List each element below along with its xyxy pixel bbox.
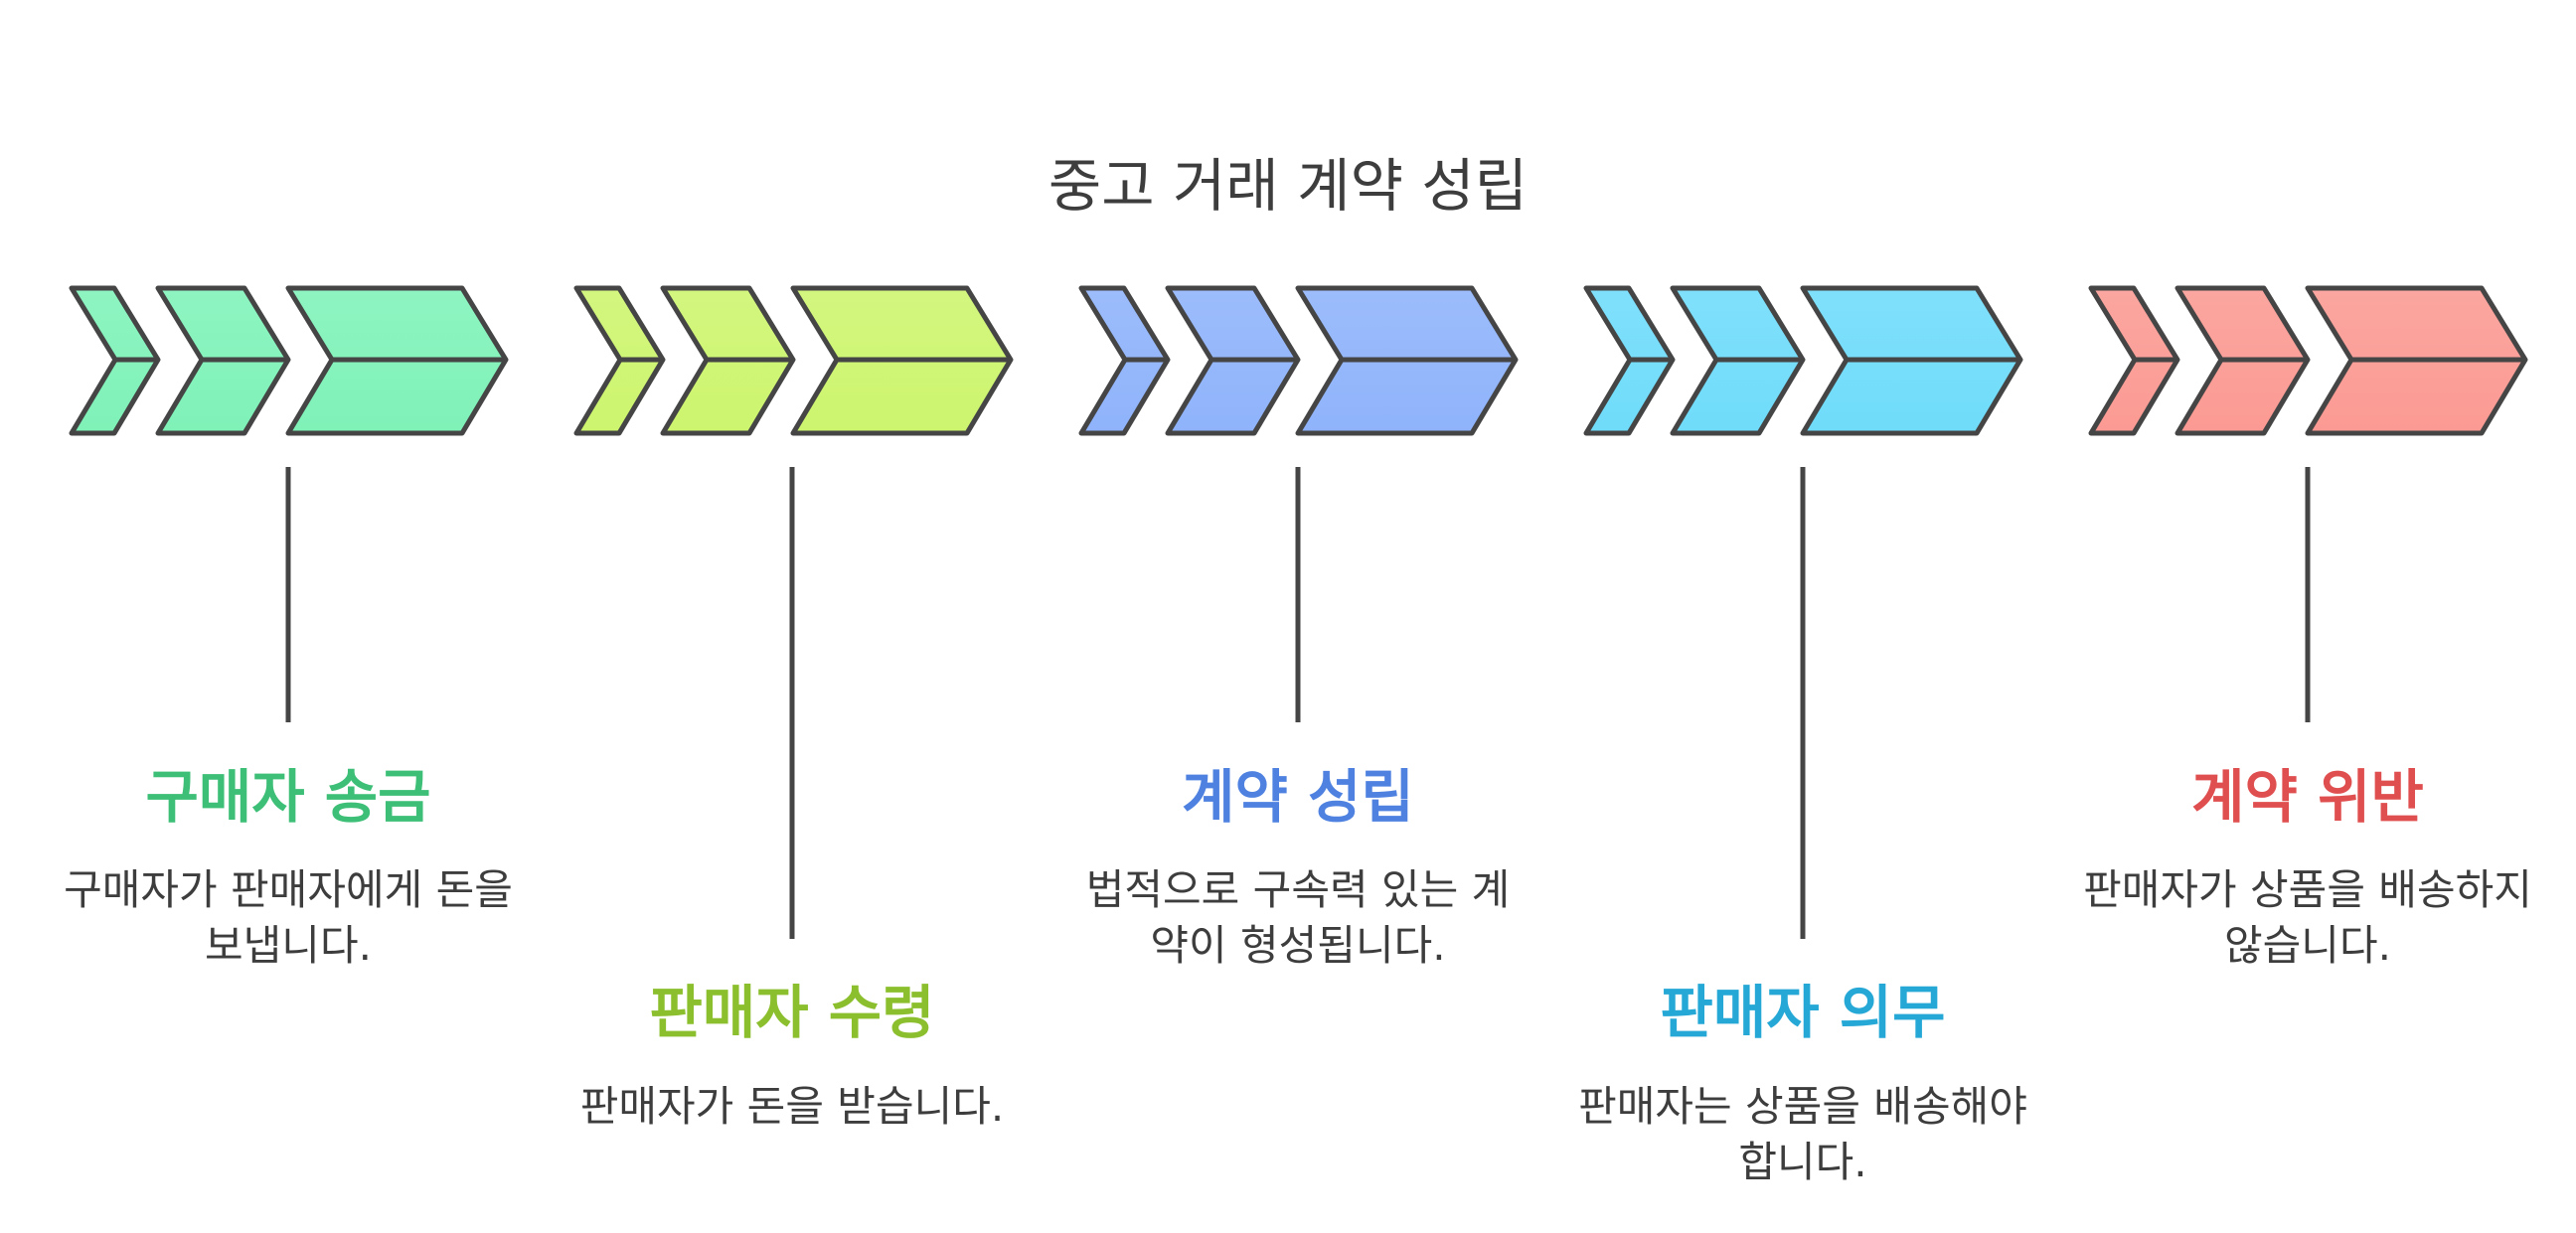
step-5-title: 계약 위반: [2191, 763, 2424, 831]
step-2-title: 판매자 수령: [649, 979, 935, 1046]
step-3-description: 법적으로 구속력 있는 계약이 형성됩니다.: [1085, 865, 1511, 970]
diagram-title: 중고 거래 계약 성립: [1047, 152, 1529, 220]
step-1-description: 구매자가 판매자에게 돈을 보냅니다.: [64, 865, 513, 970]
step-3-title: 계약 성립: [1182, 763, 1414, 831]
step-4-title: 판매자 의무: [1660, 979, 1946, 1046]
step-4-description: 판매자는 상품을 배송해야 합니다.: [1578, 1082, 2027, 1186]
step-1-title: 구매자 송금: [145, 763, 431, 831]
step-5-description: 판매자가 상품을 배송하지 않습니다.: [2083, 865, 2532, 970]
step-2-description: 판매자가 돈을 받습니다.: [579, 1082, 1005, 1131]
